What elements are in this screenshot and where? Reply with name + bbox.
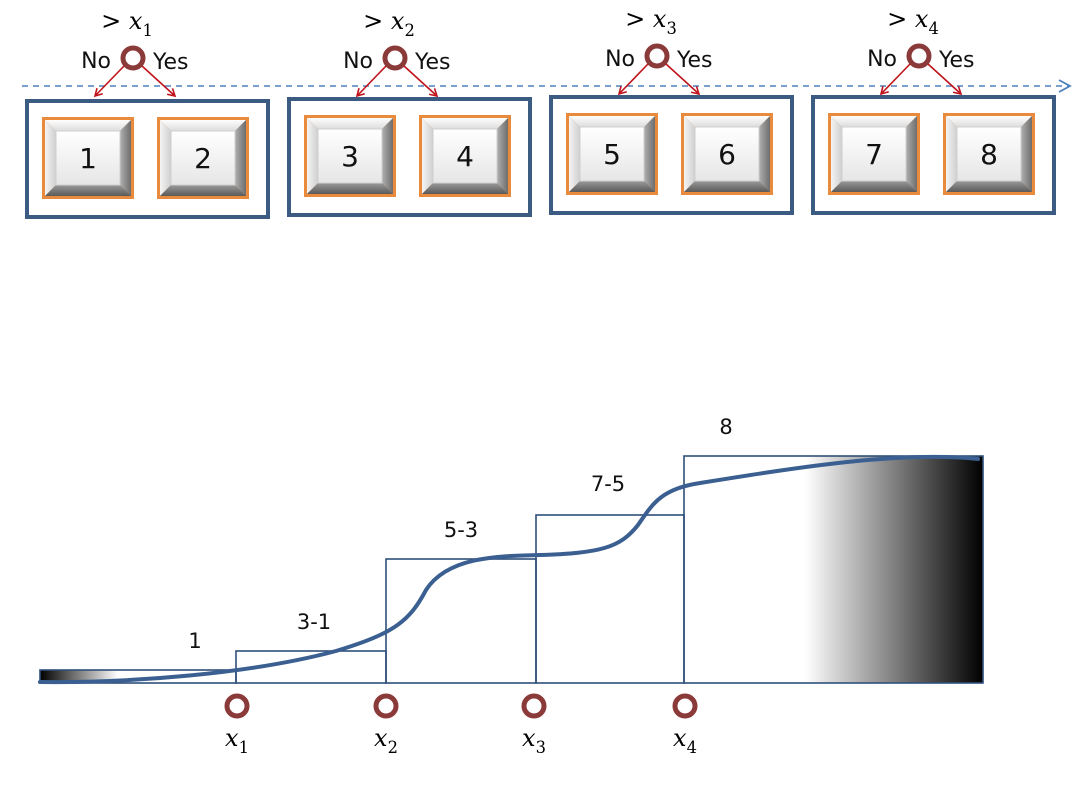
yes-branch-arrow bbox=[141, 65, 177, 98]
threshold-marker-3 bbox=[521, 693, 547, 719]
no-branch-arrow bbox=[93, 65, 125, 98]
leaf-label: 7 bbox=[865, 138, 883, 171]
split-node-ring bbox=[382, 45, 408, 71]
split-node-1: > x1 No Yes 1 2 bbox=[25, 7, 270, 219]
leaf-label: 5 bbox=[603, 138, 621, 171]
step-box-3 bbox=[385, 558, 537, 684]
leaf-label: 4 bbox=[456, 140, 474, 173]
leaf-tile-3: 3 bbox=[304, 115, 396, 197]
threshold-marker-4 bbox=[672, 693, 698, 719]
yes-branch-arrow bbox=[927, 63, 963, 96]
leaf-label: 8 bbox=[980, 138, 998, 171]
yes-branch-label: Yes bbox=[152, 50, 189, 75]
threshold-label: > x1 bbox=[101, 7, 153, 40]
no-branch-label: No bbox=[81, 49, 111, 74]
leaf-label: 2 bbox=[194, 142, 212, 175]
step-box-5 bbox=[683, 455, 984, 684]
leaf-tile-8: 8 bbox=[943, 113, 1035, 195]
tree-layer: > x1 No Yes 1 2 > x2 No Yes 3 4 > x3 No Yes 5 6 > x4 No Y… bbox=[25, 5, 1056, 219]
leaf-label: 1 bbox=[79, 142, 97, 175]
step-label: 5-3 bbox=[444, 518, 478, 542]
yes-branch-label: Yes bbox=[676, 48, 713, 73]
yes-branch-arrow bbox=[403, 65, 439, 98]
split-node-ring bbox=[644, 43, 670, 69]
no-branch-arrow bbox=[617, 63, 649, 96]
step-plot: 1 3-1 5-3 7-5 8 x1 x2 x3 x4 bbox=[38, 415, 984, 757]
no-branch-label: No bbox=[605, 47, 635, 72]
yes-branch-label: Yes bbox=[414, 50, 451, 75]
threshold-marker-label: x4 bbox=[673, 724, 697, 757]
threshold-marker-1 bbox=[224, 693, 250, 719]
step-label: 7-5 bbox=[591, 472, 625, 496]
threshold-marker-label: x1 bbox=[225, 724, 249, 757]
threshold-label: > x2 bbox=[363, 7, 415, 40]
leaf-pair-frame bbox=[287, 97, 532, 217]
leaf-tile-4: 4 bbox=[419, 115, 511, 197]
step-label: 8 bbox=[719, 415, 732, 439]
yes-branch-label: Yes bbox=[938, 48, 975, 73]
leaf-tile-2: 2 bbox=[157, 117, 249, 199]
leaf-tile-7: 7 bbox=[828, 113, 920, 195]
split-node-ring bbox=[120, 45, 146, 71]
step-label: 3-1 bbox=[297, 610, 331, 634]
step-label: 1 bbox=[188, 629, 201, 653]
leaf-tile-5: 5 bbox=[566, 113, 658, 195]
split-node-ring bbox=[906, 43, 932, 69]
split-node-2: > x2 No Yes 3 4 bbox=[287, 7, 532, 217]
split-node-4: > x4 No Yes 7 8 bbox=[811, 5, 1056, 215]
threshold-label: > x3 bbox=[625, 5, 677, 38]
leaf-tile-1: 1 bbox=[42, 117, 134, 199]
step-box-4 bbox=[535, 514, 685, 684]
no-branch-label: No bbox=[867, 47, 897, 72]
leaf-pair-frame bbox=[811, 95, 1056, 215]
leaf-pair-frame bbox=[549, 95, 794, 215]
threshold-label: > x4 bbox=[887, 5, 939, 38]
leaf-tile-6: 6 bbox=[681, 113, 773, 195]
leaf-pair-frame bbox=[25, 99, 270, 219]
split-node-3: > x3 No Yes 5 6 bbox=[549, 5, 794, 215]
no-branch-arrow bbox=[879, 63, 911, 96]
yes-branch-arrow bbox=[665, 63, 701, 96]
fitted-curve bbox=[38, 454, 980, 685]
threshold-marker-2 bbox=[373, 693, 399, 719]
leaf-label: 3 bbox=[341, 140, 359, 173]
no-branch-arrow bbox=[355, 65, 387, 98]
no-branch-label: No bbox=[343, 49, 373, 74]
right-gradient-region bbox=[805, 456, 983, 683]
threshold-marker-label: x2 bbox=[374, 724, 398, 757]
threshold-marker-label: x3 bbox=[522, 724, 546, 757]
leaf-label: 6 bbox=[718, 138, 736, 171]
